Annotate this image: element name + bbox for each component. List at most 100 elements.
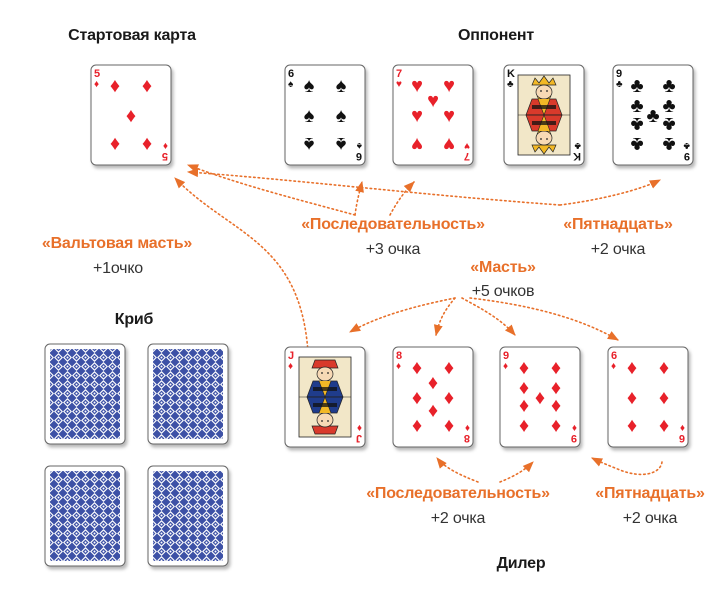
diamond-icon: ♦: [519, 415, 529, 437]
heart-icon: ♥: [427, 90, 439, 112]
heart-icon: ♥: [411, 75, 423, 97]
spade-icon: ♠: [336, 105, 347, 127]
arrow-opp-run-7: [389, 181, 415, 216]
card-back-pattern: [50, 349, 120, 439]
club-icon: ♣: [630, 95, 643, 117]
diamond-icon: ♦: [627, 415, 637, 437]
spade-icon: ♠: [288, 79, 294, 90]
card-rank-index: 8: [464, 432, 470, 444]
diamond-icon: ♦: [627, 387, 637, 409]
card-rank-index: 5: [162, 150, 168, 162]
diamond-icon: ♦: [163, 140, 168, 151]
club-icon: ♣: [574, 140, 581, 151]
diamond-icon: ♦: [551, 357, 561, 379]
club-icon: ♣: [616, 79, 623, 90]
king-figure-icon: [525, 75, 563, 116]
diamond-icon: ♦: [572, 422, 577, 433]
club-icon: ♣: [662, 133, 675, 155]
diamond-icon: ♦: [428, 372, 438, 394]
jack-figure-icon: [306, 396, 344, 435]
card-rank-index: 6: [288, 68, 294, 80]
jack-figure-icon: [306, 359, 344, 398]
crib-heading: Криб: [114, 311, 154, 328]
card-rank-index: 7: [464, 150, 470, 162]
diamond-icon: ♦: [126, 105, 136, 127]
arrow-dealer-run-8: [436, 457, 479, 483]
card-rank-index: 7: [396, 68, 402, 80]
dealer-fifteen-rule-label: «Пятнадцать»: [595, 485, 705, 502]
dealer-card-2: 8♦8♦♦♦♦♦♦♦♦♦: [392, 346, 474, 448]
diamond-icon: ♦: [465, 422, 470, 433]
arrow-opp-run-6: [354, 180, 364, 216]
diamond-icon: ♦: [519, 377, 529, 399]
diamond-icon: ♦: [110, 133, 120, 155]
dealer-heading: Дилер: [496, 555, 546, 572]
arrow-opp-fifteen-5: [186, 168, 561, 206]
club-icon: ♣: [630, 113, 643, 135]
spade-icon: ♠: [304, 105, 315, 127]
spade-icon: ♠: [336, 75, 347, 97]
heart-icon: ♥: [464, 140, 470, 151]
scoring-arrows: [174, 164, 663, 483]
opponent-card-4: 9♣9♣♣♣♣♣♣♣♣♣♣: [612, 64, 694, 166]
diamond-icon: ♦: [142, 75, 152, 97]
card-rank-index: J: [288, 350, 294, 362]
diamond-icon: ♦: [396, 361, 401, 372]
diamond-icon: ♦: [680, 422, 685, 433]
arrow-nobs: [174, 177, 309, 353]
opp-fifteen-points-label: +2 очка: [590, 241, 646, 258]
card-rank-index: 9: [616, 68, 622, 80]
crib-card-4: [147, 465, 229, 567]
arrow-flush-9: [461, 297, 516, 336]
card-rank-index: 6: [679, 432, 685, 444]
crib-card-3: [44, 465, 126, 567]
diamond-icon: ♦: [659, 415, 669, 437]
opponent-card-3: K♣K♣: [503, 64, 585, 166]
card-rank-index: 9: [571, 432, 577, 444]
diamond-icon: ♦: [412, 415, 422, 437]
starter-card: 5♦5♦♦♦♦♦♦: [90, 64, 172, 166]
diamond-icon: ♦: [94, 79, 99, 90]
card-rank-index: 5: [94, 68, 100, 80]
spade-icon: ♠: [303, 133, 314, 155]
heart-icon: ♥: [411, 133, 423, 155]
card-back-pattern: [153, 471, 223, 561]
diamond-icon: ♦: [428, 400, 438, 422]
card-rank-index: 9: [503, 350, 509, 362]
card-back-pattern: [50, 471, 120, 561]
dealer-fifteen-points-label: +2 очка: [622, 510, 678, 527]
crib-card-1: [44, 343, 126, 445]
opp-run-points-label: +3 очка: [365, 241, 421, 258]
nobs-rule-label: «Вальтовая масть»: [41, 235, 193, 252]
heart-icon: ♥: [443, 105, 455, 127]
diamond-icon: ♦: [357, 422, 362, 433]
diamond-icon: ♦: [627, 357, 637, 379]
dealer-card-3: 9♦9♦♦♦♦♦♦♦♦♦♦: [499, 346, 581, 448]
diamond-icon: ♦: [659, 357, 669, 379]
dealer-run-points-label: +2 очка: [430, 510, 486, 527]
nobs-points-label: +1очко: [92, 260, 144, 277]
club-icon: ♣: [662, 95, 675, 117]
card-rank-index: 8: [396, 350, 402, 362]
spade-icon: ♠: [335, 133, 346, 155]
diamond-icon: ♦: [519, 357, 529, 379]
opponent-heading: Оппонент: [457, 27, 535, 44]
opponent-card-1: 6♠6♠♠♠♠♠♠♠: [284, 64, 366, 166]
spade-icon: ♠: [356, 140, 362, 151]
card-back-pattern: [153, 349, 223, 439]
club-icon: ♣: [662, 113, 675, 135]
club-icon: ♣: [646, 105, 659, 127]
opponent-card-2: 7♥7♥♥♥♥♥♥♥♥: [392, 64, 474, 166]
club-icon: ♣: [683, 140, 690, 151]
diamond-icon: ♦: [551, 377, 561, 399]
diamond-icon: ♦: [535, 387, 545, 409]
dealer-card-4: 6♦6♦♦♦♦♦♦♦: [607, 346, 689, 448]
starter-heading: Стартовая карта: [68, 27, 196, 44]
heart-icon: ♥: [411, 105, 423, 127]
dealer-run-rule-label: «Последовательность»: [366, 485, 550, 502]
heart-icon: ♥: [443, 133, 455, 155]
club-icon: ♣: [630, 133, 643, 155]
diamond-icon: ♦: [551, 415, 561, 437]
diamond-icon: ♦: [142, 133, 152, 155]
